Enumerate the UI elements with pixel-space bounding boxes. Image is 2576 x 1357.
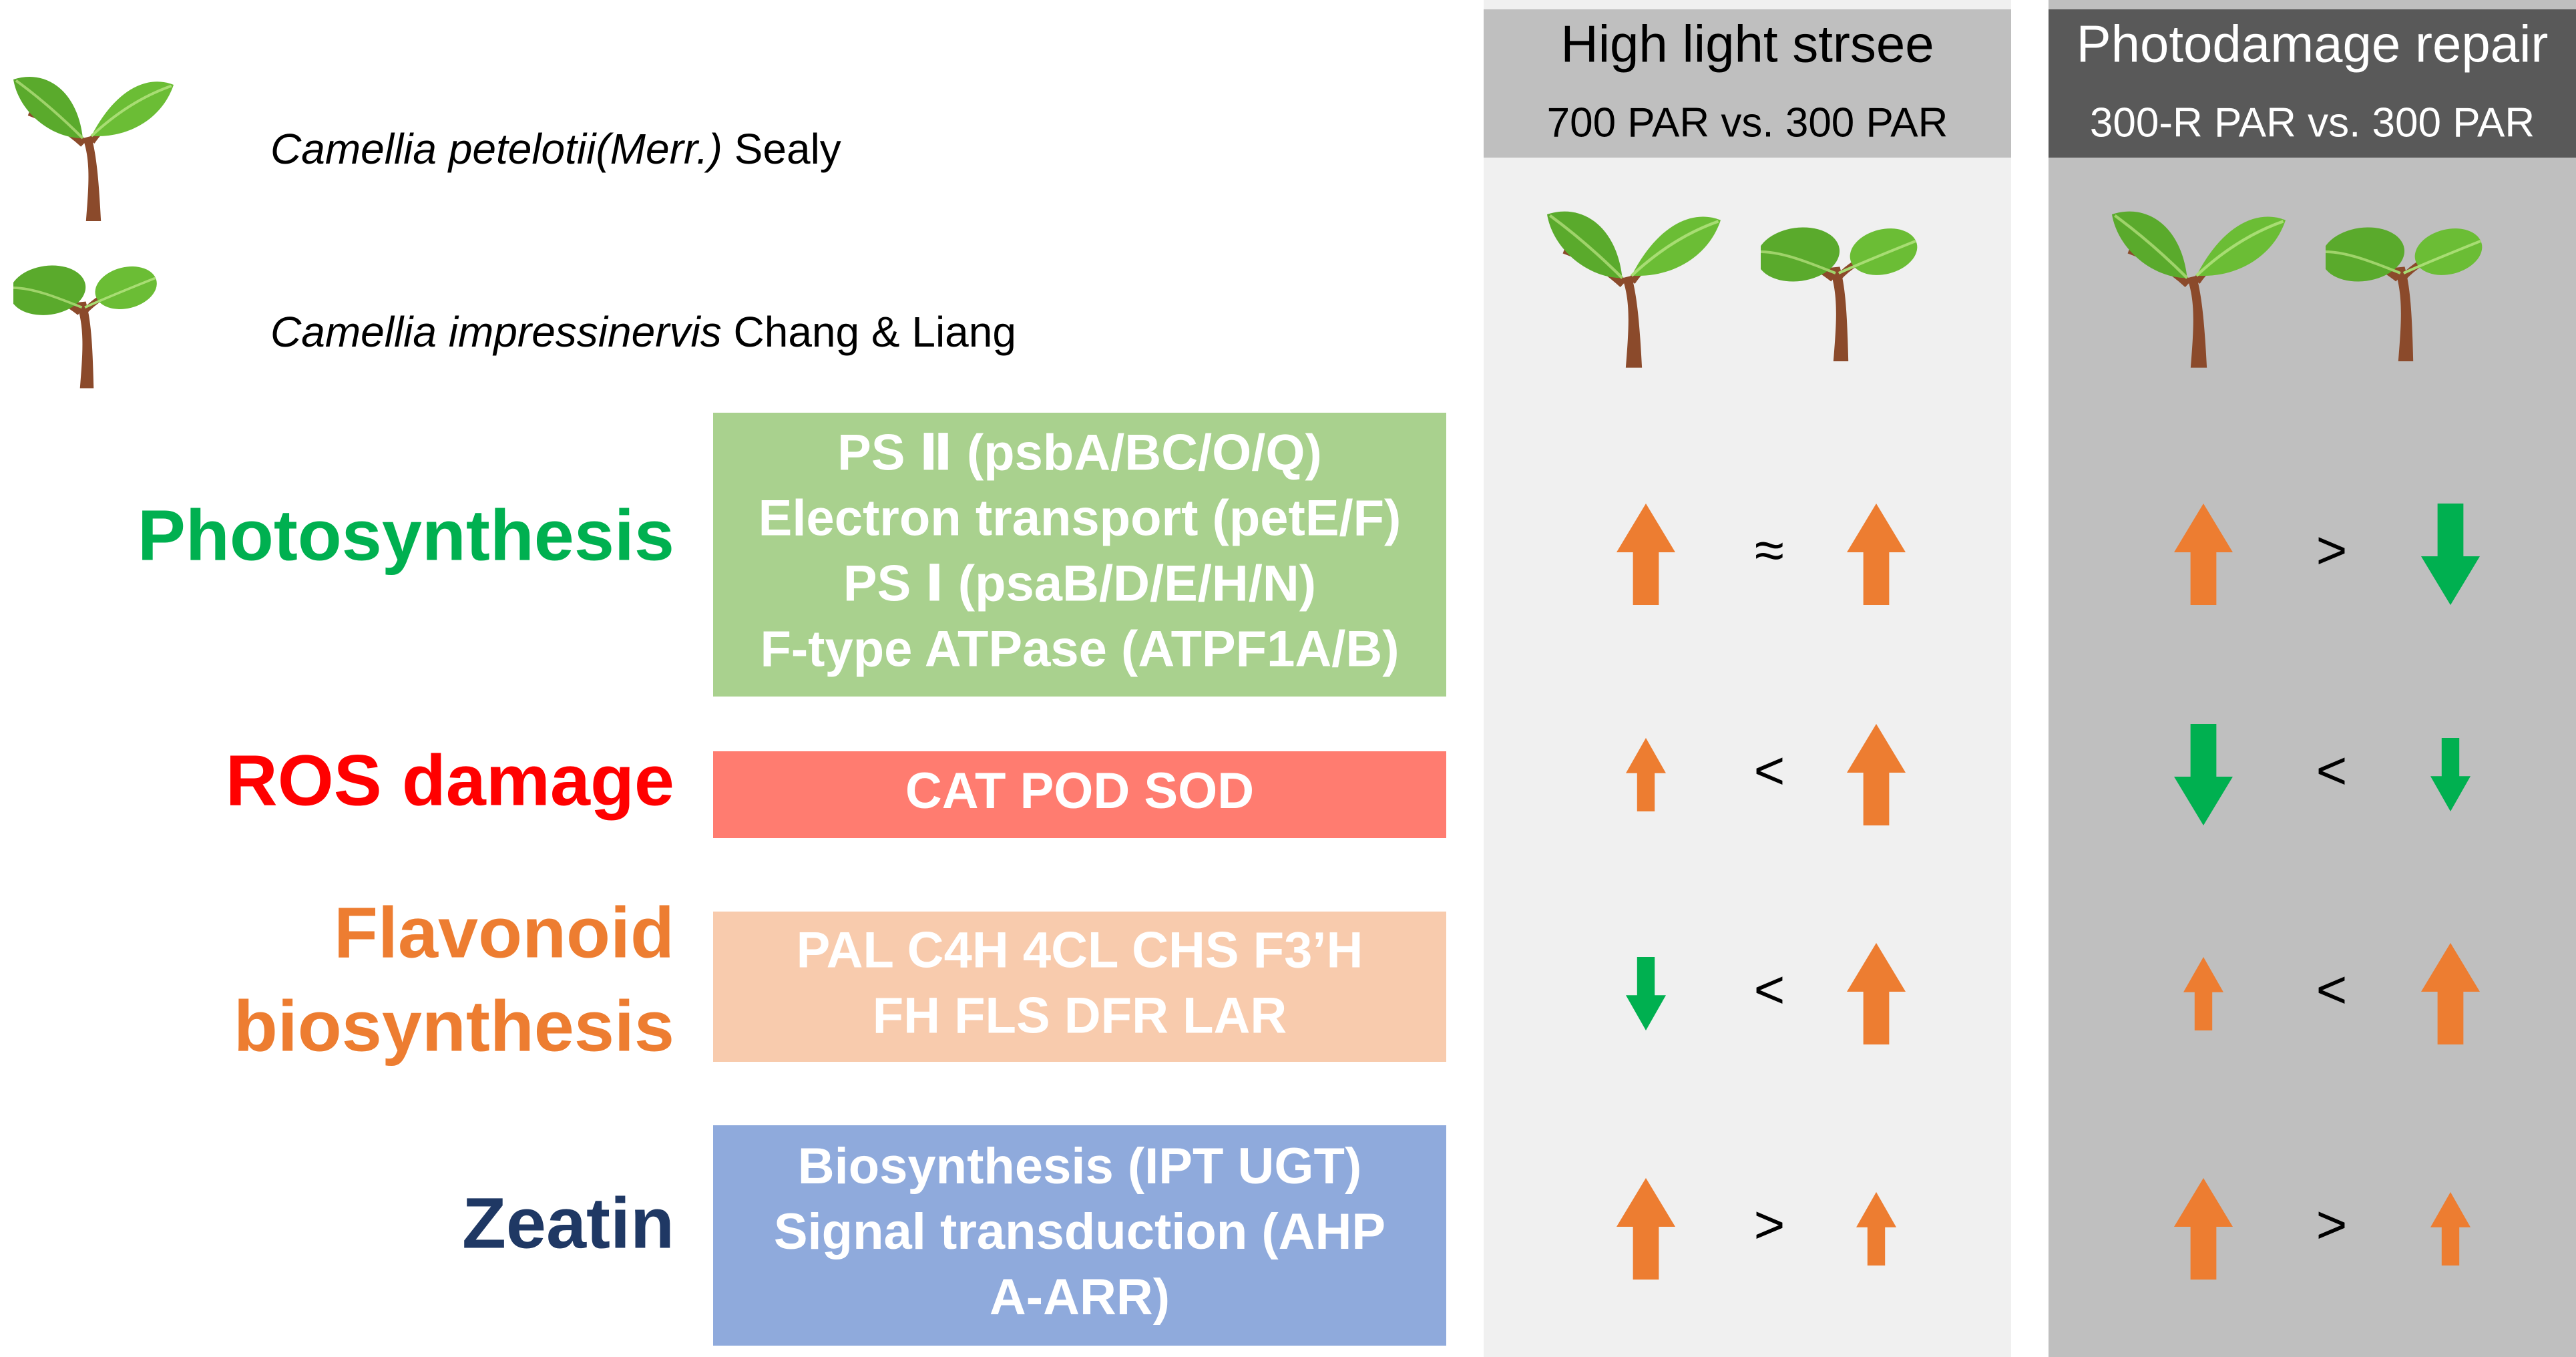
gene-line: PS Ⅰ (psaB/D/E/H/N) (843, 556, 1316, 612)
comparison-cell: > (2174, 1178, 2471, 1280)
pathway-label: Photosynthesis (138, 495, 674, 576)
arrow-up-icon (1847, 504, 1906, 605)
comparison-cell: > (2174, 504, 2480, 605)
pathway-label: ROS damage (226, 740, 674, 821)
condition-title: Photodamage repair (2077, 15, 2549, 73)
species-name-italic: Camellia petelotii(Merr.) (270, 125, 722, 173)
comparison-cell: < (1626, 943, 1906, 1044)
gene-box (713, 413, 1446, 697)
comparison-cell: ≈ (1617, 504, 1906, 605)
condition-panel-1: High light strsee 700 PAR vs. 300 PAR (1484, 0, 2011, 1357)
comparison-cell: < (2174, 724, 2471, 825)
species-name: Camellia petelotii(Merr.) Sealy (270, 125, 841, 173)
comparison-symbol: ≈ (1755, 520, 1784, 580)
gene-line: PS Ⅱ (psbA/BC/O/Q) (837, 425, 1322, 481)
condition-title: High light strsee (1560, 15, 1934, 73)
gene-line: Signal transduction (AHP (774, 1203, 1385, 1260)
arrow-up-icon (2174, 504, 2233, 605)
gene-line: PAL C4H 4CL CHS F3’H (797, 922, 1363, 979)
gene-line: CAT POD SOD (905, 763, 1254, 819)
arrow-up-icon (2430, 1192, 2471, 1266)
condition-panel-background (1484, 0, 2011, 1357)
comparison-symbol: > (1754, 1195, 1785, 1254)
arrow-up-icon (1856, 1192, 1896, 1266)
condition-subtitle: 700 PAR vs. 300 PAR (1547, 100, 1948, 146)
arrow-up-icon (2183, 957, 2223, 1030)
pathway-label: Flavonoid (334, 892, 674, 973)
pathway-row-3: Flavonoid biosynthesis PAL C4H 4CL CHS F3’… (234, 892, 2480, 1067)
comparison-symbol: < (2316, 741, 2348, 800)
comparison-symbol: < (1754, 960, 1785, 1019)
arrow-up-icon (1626, 738, 1666, 811)
gene-box (713, 1125, 1446, 1346)
gene-line: Biosynthesis (IPT UGT) (798, 1138, 1362, 1195)
gene-line: Electron transport (petE/F) (759, 490, 1402, 547)
species-name: Camellia impressinervis Chang & Liang (270, 308, 1016, 356)
gene-box (713, 912, 1446, 1062)
gene-line: A-ARR) (990, 1269, 1170, 1326)
comparison-symbol: > (2316, 520, 2348, 580)
condition-panel-2: Photodamage repair 300-R PAR vs. 300 PAR (2049, 0, 2576, 1357)
condition-header (1484, 9, 2011, 158)
arrow-up-icon (2174, 1178, 2233, 1280)
comparison-symbol: < (2316, 960, 2348, 1019)
pathway-row-1: Photosynthesis PS Ⅱ (psbA/BC/O/Q) Electron… (138, 413, 2480, 697)
pathway-row-4: Zeatin Biosynthesis (IPT UGT) Signal trans… (462, 1125, 2471, 1346)
species-name-italic: Camellia impressinervis (270, 308, 722, 356)
comparison-cell: < (1626, 724, 1906, 825)
arrow-up-icon (1617, 504, 1675, 605)
comparison-cell: > (1617, 1178, 1896, 1280)
comparison-symbol: > (2316, 1195, 2348, 1254)
arrow-down-icon (2430, 738, 2471, 811)
gene-line: FH FLS DFR LAR (873, 988, 1287, 1044)
condition-header (2049, 9, 2576, 158)
arrow-up-icon (1847, 724, 1906, 825)
arrow-down-icon (2174, 724, 2233, 825)
arrow-up-icon (2421, 943, 2480, 1044)
plant-round-icon (7, 260, 162, 389)
species-entry: Camellia petelotii(Merr.) Sealy (13, 77, 841, 221)
arrow-down-icon (2421, 504, 2480, 605)
species-name-authority: Sealy (722, 125, 841, 173)
condition-subtitle: 300-R PAR vs. 300 PAR (2090, 100, 2535, 146)
condition-panel-background (2049, 0, 2576, 1357)
arrow-up-icon (1847, 943, 1906, 1044)
arrow-down-icon (1626, 957, 1666, 1030)
pathway-label: biosynthesis (234, 986, 674, 1067)
gene-line: F-type ATPase (ATPF1A/B) (760, 621, 1399, 678)
plant-pointed-icon (13, 77, 174, 221)
species-entry: Camellia impressinervis Chang & Liang (7, 260, 1016, 389)
gene-box (713, 751, 1446, 838)
arrow-up-icon (1617, 1178, 1675, 1280)
comparison-cell: < (2183, 943, 2480, 1044)
pathway-label: Zeatin (462, 1183, 674, 1264)
pathway-row-2: ROS damage CAT POD SOD < < (226, 724, 2471, 838)
species-name-authority: Chang & Liang (722, 308, 1016, 356)
comparison-symbol: < (1754, 741, 1785, 800)
